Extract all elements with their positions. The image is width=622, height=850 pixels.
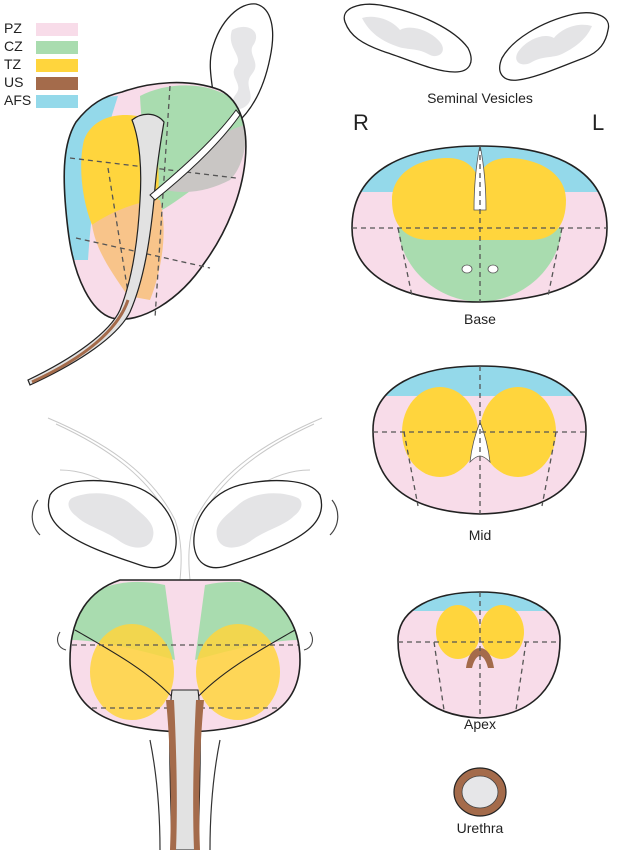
legend-item-tz: TZ	[4, 56, 104, 72]
legend-swatch	[36, 41, 78, 54]
legend-label: TZ	[4, 56, 22, 72]
urethra-label: Urethra	[456, 820, 504, 836]
sagittal-view	[27, 3, 274, 386]
legend-swatch	[36, 77, 78, 90]
coronal-view	[31, 417, 339, 850]
sagittal-gray-zone	[165, 125, 246, 192]
apex-outline	[397, 591, 561, 719]
coronal-tz-right	[196, 624, 280, 720]
axial-apex	[397, 591, 561, 719]
base-label: Base	[464, 311, 496, 327]
apex-tz-right	[480, 605, 524, 659]
axial-mid	[372, 365, 587, 515]
seminal-vesicles-pair	[343, 3, 610, 81]
legend: PZ CZ TZ US AFS	[4, 20, 104, 110]
sagittal-prostate-outline	[63, 81, 247, 320]
apex-label: Apex	[464, 716, 496, 732]
legend-swatch	[36, 59, 78, 72]
sagittal-urethra	[27, 113, 165, 386]
axial-base	[351, 145, 608, 303]
legend-item-pz: PZ	[4, 20, 104, 36]
legend-swatch	[36, 95, 78, 108]
mid-outline	[372, 365, 587, 515]
legend-item-cz: CZ	[4, 38, 104, 54]
coronal-tz-left	[90, 624, 174, 720]
apex-tz-left	[436, 605, 480, 659]
left-side-label: L	[592, 110, 605, 135]
legend-item-afs: AFS	[4, 92, 104, 108]
coronal-prostate-outline	[69, 579, 301, 733]
right-side-label: R	[353, 110, 369, 135]
legend-label: US	[4, 74, 24, 90]
mid-label: Mid	[468, 527, 492, 543]
legend-swatch	[36, 23, 78, 36]
legend-label: CZ	[4, 38, 23, 54]
legend-label: AFS	[4, 92, 32, 108]
seminal-vesicles-label: Seminal Vesicles	[427, 90, 533, 106]
legend-item-us: US	[4, 74, 104, 90]
apex-urethral-sphincter	[466, 648, 494, 668]
sagittal-ejaculatory-duct	[149, 109, 241, 201]
sagittal-cz-zone	[140, 85, 246, 210]
legend-label: PZ	[4, 20, 22, 36]
urethra-cross-section	[453, 767, 507, 817]
